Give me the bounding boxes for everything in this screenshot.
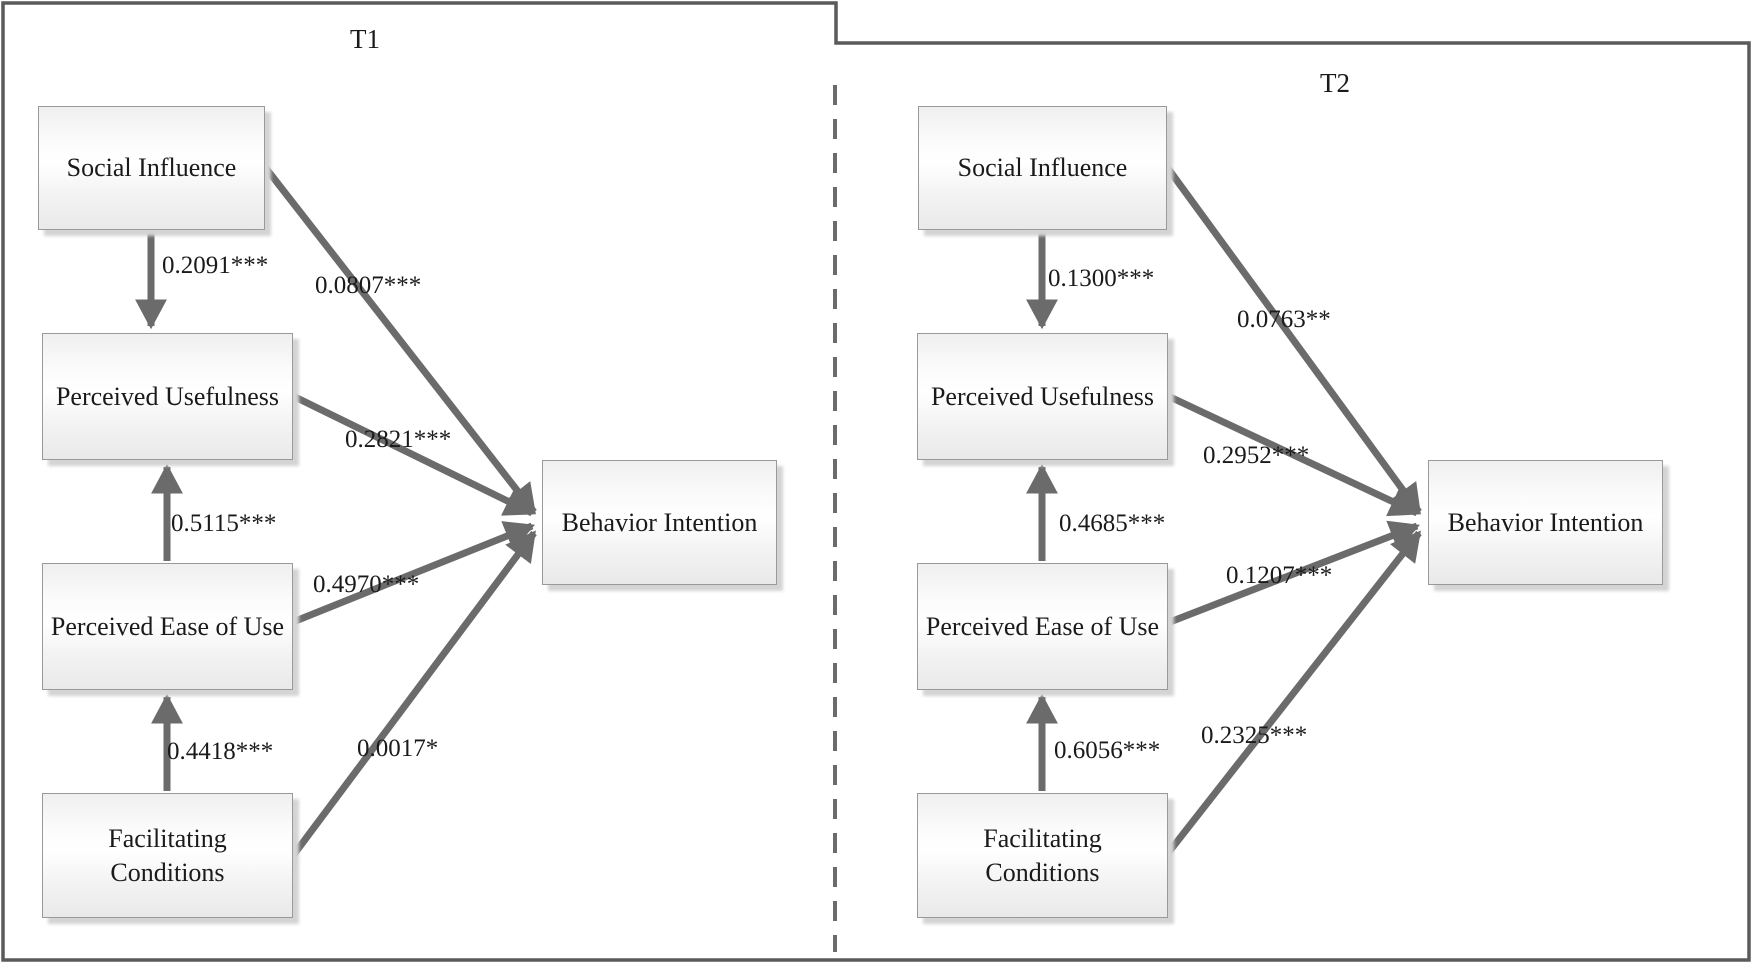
node-social-influence-t2: Social Influence: [918, 106, 1167, 230]
arrow-peou-bi-t1: [291, 521, 535, 626]
node-perceived-ease-of-use-t2: Perceived Ease of Use: [917, 563, 1168, 690]
arrow-fc-bi-t2: [1162, 530, 1422, 860]
t2-arrows: [1026, 164, 1422, 860]
coefficient-fc-peou-t2: 0.6056***: [1054, 737, 1161, 764]
arrow-fc-bi-t1: [289, 530, 537, 860]
coefficient-si-bi-t1: 0.0807***: [315, 272, 422, 299]
coefficient-peou-pu-t1: 0.5115***: [171, 510, 277, 537]
node-label: Perceived Ease of Use: [50, 611, 285, 641]
arrow-pu-bi-t1: [291, 392, 535, 517]
arrow-peou-bi-t2: [1168, 520, 1420, 626]
coefficient-peou-bi-t1: 0.4970***: [313, 571, 420, 598]
node-label: Facilitating Conditions: [108, 823, 227, 887]
coefficient-si-pu-t2: 0.1300***: [1048, 265, 1155, 292]
node-facilitating-conditions-t2: Facilitating Conditions: [917, 793, 1168, 918]
node-social-influence-t1: Social Influence: [38, 106, 265, 230]
node-behavior-intention-t2: Behavior Intention: [1428, 460, 1663, 585]
node-label: Perceived Usefulness: [55, 381, 280, 411]
coefficient-peou-pu-t2: 0.4685***: [1059, 510, 1166, 537]
node-label: Perceived Ease of Use: [925, 611, 1160, 641]
arrow-si-bi-t2: [1164, 164, 1422, 515]
coefficient-fc-bi-t1: 0.0017*: [357, 735, 439, 762]
coefficient-fc-bi-t2: 0.2325***: [1201, 722, 1308, 749]
node-label: Perceived Usefulness: [930, 381, 1155, 411]
node-perceived-ease-of-use-t1: Perceived Ease of Use: [42, 563, 293, 690]
arrow-pu-bi-t2: [1166, 392, 1420, 517]
node-perceived-usefulness-t1: Perceived Usefulness: [42, 333, 293, 460]
coefficient-si-pu-t1: 0.2091***: [162, 252, 269, 279]
panel-label-t1: T1: [350, 24, 380, 54]
coefficient-fc-peou-t1: 0.4418***: [167, 738, 274, 765]
node-label: Behavior Intention: [561, 507, 758, 537]
node-label: Social Influence: [66, 153, 237, 183]
panel-label-t2: T2: [1320, 68, 1350, 98]
node-behavior-intention-t1: Behavior Intention: [542, 460, 777, 585]
node-facilitating-conditions-t1: Facilitating Conditions: [42, 793, 293, 918]
coefficient-pu-bi-t1: 0.2821***: [345, 426, 452, 453]
coefficient-si-bi-t2: 0.0763**: [1237, 306, 1331, 333]
node-perceived-usefulness-t2: Perceived Usefulness: [917, 333, 1168, 460]
t1-arrows: [135, 164, 537, 860]
arrow-si-bi-t1: [262, 164, 537, 515]
node-label: Behavior Intention: [1447, 507, 1644, 537]
coefficient-peou-bi-t2: 0.1207***: [1226, 562, 1333, 589]
coefficient-pu-bi-t2: 0.2952***: [1203, 442, 1310, 469]
node-label: Facilitating Conditions: [983, 823, 1102, 887]
node-label: Social Influence: [957, 153, 1128, 183]
